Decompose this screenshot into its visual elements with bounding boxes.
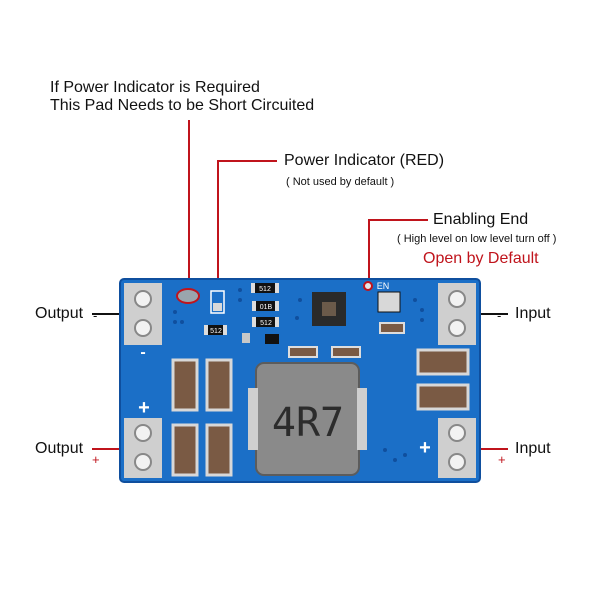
silk-plus-left: + xyxy=(138,397,150,419)
small-component xyxy=(265,334,279,344)
input-negative-sign: - xyxy=(497,308,502,323)
resistor-code: 512 xyxy=(259,286,271,293)
resistor-code: 512 xyxy=(260,320,272,327)
input-positive-sign: + xyxy=(498,452,506,467)
input-positive-leader xyxy=(458,448,508,450)
power-pad-note-line2: This Pad Needs to be Short Circuited xyxy=(50,97,315,114)
power-indicator-title: Power Indicator (RED) xyxy=(284,152,445,169)
input-capacitors xyxy=(416,348,470,411)
input-positive-label: Input xyxy=(515,440,551,457)
regulator-ic xyxy=(312,292,346,326)
output-capacitors xyxy=(171,358,233,477)
small-component xyxy=(377,291,401,313)
power-indicator-leader-h xyxy=(217,160,277,162)
enable-leader-v xyxy=(368,219,370,285)
resistor-512-a: 512 xyxy=(251,283,279,293)
resistor-code: 512 xyxy=(210,328,222,335)
capacitor-small xyxy=(331,346,361,358)
inductor-marking: 4R7 xyxy=(272,400,344,446)
silk-minus: - xyxy=(140,344,145,361)
enable-pad-label: EN xyxy=(377,281,390,291)
resistor-01b: 01B xyxy=(252,301,279,311)
enable-note: ( High level on low level turn off ) xyxy=(397,233,557,245)
output-negative-label: Output xyxy=(35,305,84,322)
input-negative-leader xyxy=(458,313,508,315)
enable-default: Open by Default xyxy=(423,250,539,267)
input-negative-label: Input xyxy=(515,305,551,322)
power-indicator-note: ( Not used by default ) xyxy=(286,176,395,188)
resistor-code: 01B xyxy=(260,304,273,311)
vias xyxy=(173,288,424,462)
power-indicator-solder-pad xyxy=(176,288,200,304)
capacitor-small xyxy=(379,322,405,334)
power-pad-leader xyxy=(188,120,190,288)
output-positive-sign: + xyxy=(92,452,100,467)
output-negative-leader xyxy=(92,313,142,315)
output-positive-leader xyxy=(92,448,142,450)
small-component xyxy=(242,333,250,343)
power-led-footprint xyxy=(210,290,225,314)
resistor-512-c: 512 xyxy=(204,325,227,335)
capacitor-small xyxy=(288,346,318,358)
silk-plus-right: + xyxy=(419,437,431,459)
inductor: 4R7 xyxy=(248,362,367,476)
enable-title: Enabling End xyxy=(433,211,529,228)
output-negative-sign: - xyxy=(93,308,98,323)
power-indicator-leader-v xyxy=(217,160,219,288)
power-pad-note-line1: If Power Indicator is Required xyxy=(50,79,260,96)
enable-leader-h xyxy=(368,219,428,221)
output-positive-label: Output xyxy=(35,440,84,457)
pcb-board xyxy=(119,278,481,483)
resistor-512-b: 512 xyxy=(252,317,279,327)
